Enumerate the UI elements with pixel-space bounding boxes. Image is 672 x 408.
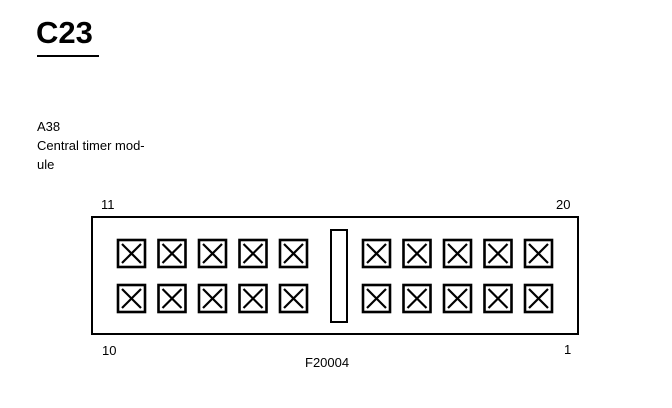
pin-cavity-right-r2-5 (523, 283, 554, 314)
pin-label-11: 11 (101, 197, 115, 212)
pin-cavities (116, 238, 554, 314)
pin-label-20: 20 (556, 197, 571, 212)
component-name-line2: ule (37, 157, 55, 172)
pin-cavity-left-r2-3 (197, 283, 228, 314)
connector-housing (91, 216, 579, 335)
pin-cavity-right-r1-1 (361, 238, 392, 269)
pin-cavity-right-r1-3 (442, 238, 473, 269)
title-underline (37, 55, 99, 57)
pin-cavity-right-r1-2 (402, 238, 432, 269)
pin-cavity-left-r1-2 (157, 238, 187, 269)
pin-cavity-left-r2-1 (116, 283, 147, 314)
pin-cavity-left-r2-5 (278, 283, 309, 314)
component-description: A38 Central timer mod- ule (37, 117, 145, 174)
component-name-line1: Central timer mod- (37, 138, 145, 153)
pin-cavity-right-r2-3 (442, 283, 473, 314)
connector-center-key (330, 229, 348, 323)
pin-cavity-left-r2-2 (157, 283, 187, 314)
pin-cavity-right-r2-4 (483, 283, 513, 314)
pin-cavity-left-r1-5 (278, 238, 309, 269)
pin-label-1: 1 (564, 342, 572, 357)
pin-cavity-right-r2-2 (402, 283, 432, 314)
pin-cavity-left-r1-1 (116, 238, 147, 269)
pin-cavity-right-r1-4 (483, 238, 513, 269)
pin-label-10: 10 (102, 343, 117, 358)
pin-cavity-right-r2-1 (361, 283, 392, 314)
connector-title: C23 (36, 15, 93, 50)
pin-cavity-left-r1-4 (238, 238, 268, 269)
figure-code: F20004 (305, 355, 350, 370)
component-id: A38 (37, 119, 61, 134)
pin-cavity-left-r1-3 (197, 238, 228, 269)
pin-cavity-right-r1-5 (523, 238, 554, 269)
pin-cavity-left-r2-4 (238, 283, 268, 314)
